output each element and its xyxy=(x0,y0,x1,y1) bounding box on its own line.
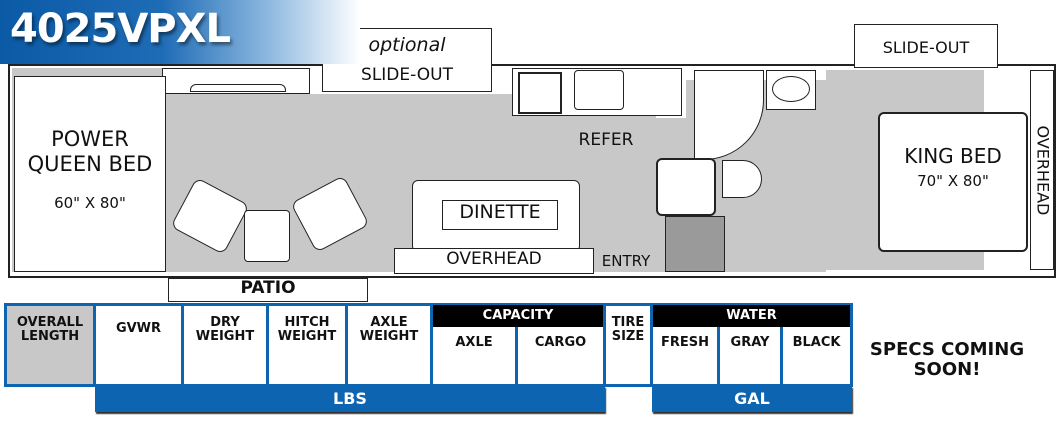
model-title: 4025VPXL xyxy=(10,6,231,52)
side-table xyxy=(244,210,290,262)
dinette-label: DINETTE xyxy=(442,200,558,230)
rear-overhead xyxy=(1030,70,1054,270)
queen-bed-label-line2: QUEEN BED xyxy=(27,152,153,176)
axle-weight-label: AXLE WEIGHT xyxy=(359,315,419,344)
entry-label: ENTRY xyxy=(601,252,651,270)
gal-bar: GAL xyxy=(652,386,852,412)
title-banner xyxy=(0,0,360,64)
gray-label: GRAY xyxy=(730,335,770,350)
hitch-weight-label: HITCH WEIGHT xyxy=(277,315,337,344)
optional-label: optional xyxy=(368,34,446,56)
tv-icon xyxy=(190,84,286,92)
slide-out-front-label: SLIDE-OUT xyxy=(361,65,453,85)
slide-out-rear-label: SLIDE-OUT xyxy=(882,38,970,57)
axle-weight-cell: AXLE WEIGHT xyxy=(345,303,433,387)
rear-slide-out xyxy=(854,24,998,68)
living-floor xyxy=(166,94,656,272)
king-bed-size: 70" X 80" xyxy=(917,172,989,190)
refrigerator xyxy=(656,158,716,216)
capacity-header: CAPACITY xyxy=(433,305,603,327)
sink-icon xyxy=(574,70,624,110)
basin-icon xyxy=(772,76,810,102)
gvwr-label: GVWR xyxy=(115,321,162,336)
floorplan: optional SLIDE-OUT REFER ENTRY SLIDE-OUT… xyxy=(8,24,1056,302)
stove-icon xyxy=(518,72,562,114)
black-label: BLACK xyxy=(792,335,841,350)
overall-length-label: OVERALL LENGTH xyxy=(16,315,84,344)
king-bed xyxy=(878,112,1028,252)
overall-length-cell: OVERALL LENGTH xyxy=(4,303,96,387)
tire-size-label: TIRE SIZE xyxy=(611,315,645,344)
queen-bed-label-line1: POWER xyxy=(51,127,129,151)
patio xyxy=(168,278,368,302)
queen-bed-size: 60" X 80" xyxy=(54,194,126,212)
power-queen-bed xyxy=(14,76,166,272)
dry-weight-label: DRY WEIGHT xyxy=(195,315,255,344)
hitch-weight-cell: HITCH WEIGHT xyxy=(266,303,348,387)
overhead-rear-label: OVERHEAD xyxy=(1033,125,1053,216)
water-header: WATER xyxy=(653,305,850,327)
fresh-label: FRESH xyxy=(660,335,709,350)
overhead-front-label: OVERHEAD xyxy=(394,248,594,274)
lbs-bar: LBS xyxy=(95,386,605,412)
dry-weight-cell: DRY WEIGHT xyxy=(181,303,269,387)
patio-label: PATIO xyxy=(240,278,296,298)
king-bed-label: KING BED xyxy=(904,144,1002,168)
refer-label: REFER xyxy=(578,130,634,150)
tire-size-cell: TIRE SIZE xyxy=(603,303,653,387)
gvwr-cell: GVWR xyxy=(93,303,184,387)
entry-steps xyxy=(665,216,725,272)
capacity-axle-label: AXLE xyxy=(455,335,493,350)
capacity-cargo-label: CARGO xyxy=(534,335,587,350)
toilet-icon xyxy=(722,160,762,198)
specs-coming-soon: SPECS COMING SOON! xyxy=(869,339,1025,380)
